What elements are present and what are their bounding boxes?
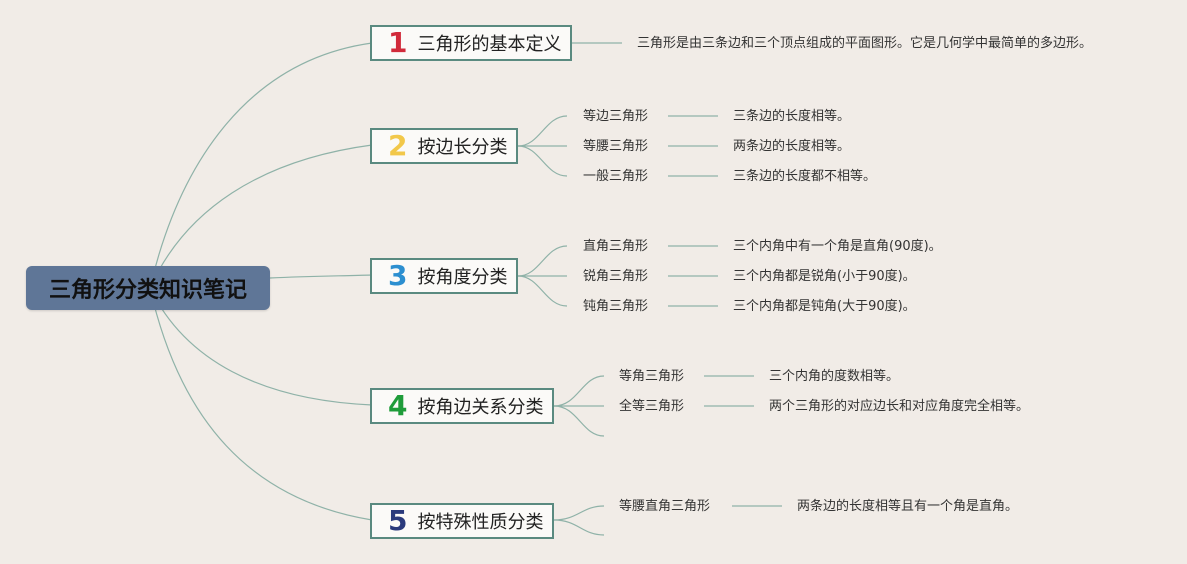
subtopic-desc: 三个内角都是钝角(大于90度)。 — [733, 299, 916, 314]
topic-by-angle-side-relation[interactable]: 4 按角边关系分类 — [370, 388, 554, 424]
topic-label: 按特殊性质分类 — [417, 512, 544, 533]
subtopic-desc: 三个内角中有一个角是直角(90度)。 — [733, 239, 942, 254]
subtopic-name[interactable]: 锐角三角形 — [583, 269, 649, 284]
number-badge-4: 4 — [388, 389, 408, 422]
topic-label: 按角边关系分类 — [417, 397, 544, 418]
number-badge-1: 1 — [388, 26, 408, 59]
subtopic-name[interactable]: 全等三角形 — [619, 399, 685, 414]
topic-by-side-length[interactable]: 2 按边长分类 — [370, 128, 518, 164]
subtopic-desc: 两个三角形的对应边长和对应角度完全相等。 — [769, 399, 1030, 414]
topic-by-angle[interactable]: 3 按角度分类 — [370, 258, 518, 294]
root-title: 三角形分类知识笔记 — [48, 278, 247, 303]
subtopic-desc: 三个内角都是锐角(小于90度)。 — [733, 269, 916, 284]
definition-text: 三角形是由三条边和三个顶点组成的平面图形。它是几何学中最简单的多边形。 — [637, 36, 1093, 51]
subtopic-desc: 两条边的长度相等且有一个角是直角。 — [797, 499, 1019, 514]
topic-label: 按边长分类 — [417, 137, 508, 158]
subtopic-desc: 三个内角的度数相等。 — [769, 369, 900, 384]
subtopic-desc: 三条边的长度相等。 — [733, 109, 851, 124]
subtopic-desc: 三条边的长度都不相等。 — [733, 169, 877, 184]
topic-label: 三角形的基本定义 — [417, 34, 562, 55]
topic-basic-definition[interactable]: 1 三角形的基本定义 — [370, 25, 572, 61]
subtopic-name[interactable]: 等腰直角三角形 — [619, 499, 711, 514]
subtopic-desc: 两条边的长度相等。 — [733, 139, 851, 154]
subtopic-name[interactable]: 钝角三角形 — [583, 299, 649, 314]
topic-by-special-property[interactable]: 5 按特殊性质分类 — [370, 503, 554, 539]
number-badge-2: 2 — [388, 129, 408, 162]
subtopic-name[interactable]: 等腰三角形 — [583, 139, 649, 154]
subtopic-name[interactable]: 一般三角形 — [583, 169, 649, 184]
subtopic-name[interactable]: 等角三角形 — [619, 369, 685, 384]
root-topic[interactable]: 三角形分类知识笔记 — [26, 266, 270, 310]
number-badge-3: 3 — [388, 259, 408, 292]
number-badge-5: 5 — [388, 504, 408, 537]
subtopic-name[interactable]: 等边三角形 — [583, 109, 649, 124]
subtopic-name[interactable]: 直角三角形 — [583, 239, 649, 254]
topic-label: 按角度分类 — [417, 267, 508, 288]
